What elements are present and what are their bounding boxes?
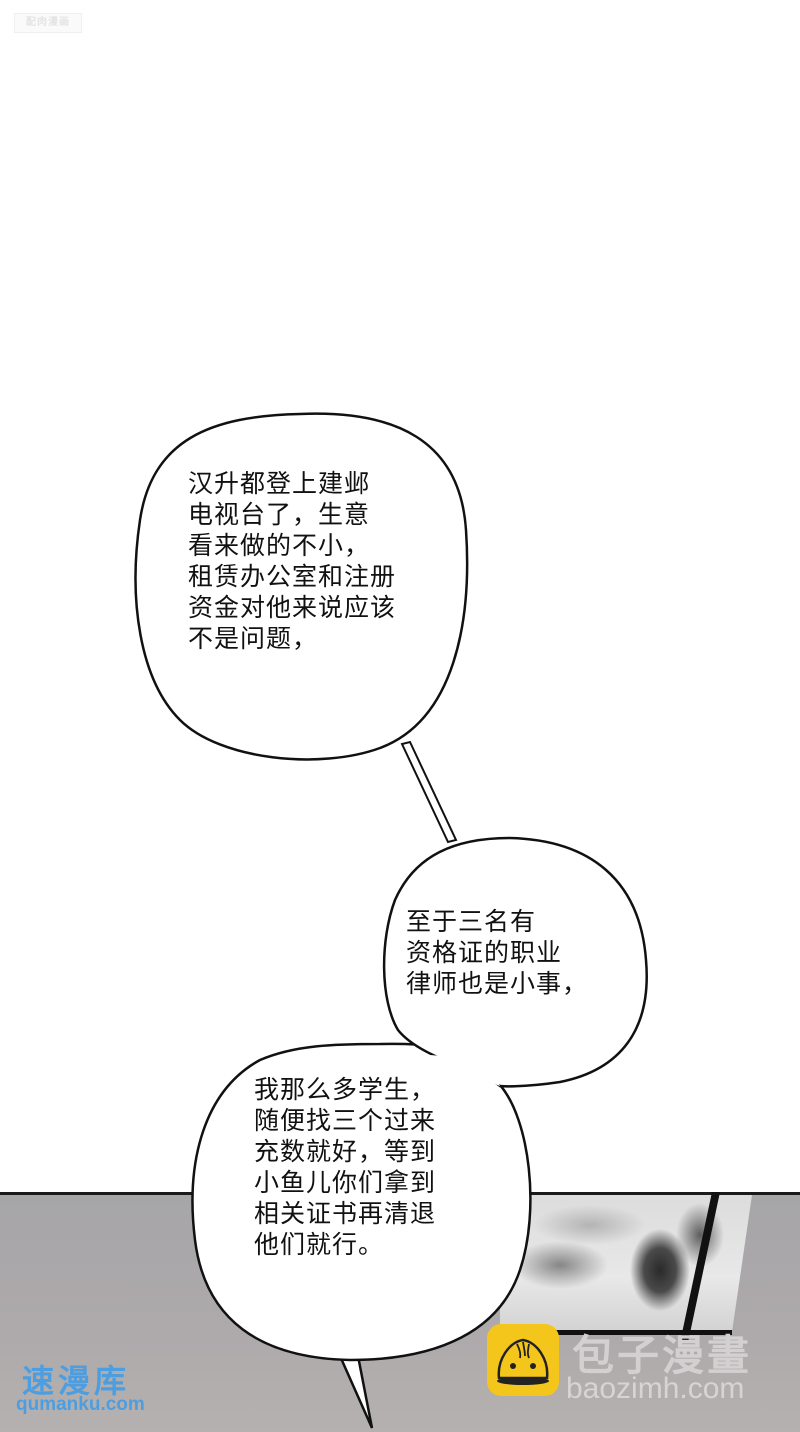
bubble-1-text: 汉升都登上建邺电视台了，生意看来做的不小，租赁办公室和注册资金对他来说应该不是问… [188, 469, 397, 653]
baozi-watermark-cn: 包子漫畫 [572, 1331, 753, 1380]
top-left-watermark: 配肉漫画 [14, 13, 82, 33]
speech-bubble-1 [134, 412, 469, 761]
bubble-3-text: 我那么多学生，随便找三个过来充数就好，等到小鱼儿你们拿到相关证书再清退他们就行。 [254, 1075, 437, 1259]
baozi-logo-icon [487, 1324, 559, 1396]
bubble-connector [400, 740, 458, 844]
qumanku-watermark-url: qumanku.com [16, 1394, 145, 1415]
speech-bubble-3 [191, 1042, 532, 1362]
painting-frame-bottom-edge [500, 1330, 732, 1335]
speech-bubble-3-tail [338, 1354, 374, 1429]
bubble-2-text: 至于三名有资格证的职业律师也是小事， [406, 907, 589, 998]
qumanku-watermark-cn: 速漫库 [22, 1362, 131, 1400]
baozi-watermark-url: baozimh.com [566, 1372, 745, 1405]
